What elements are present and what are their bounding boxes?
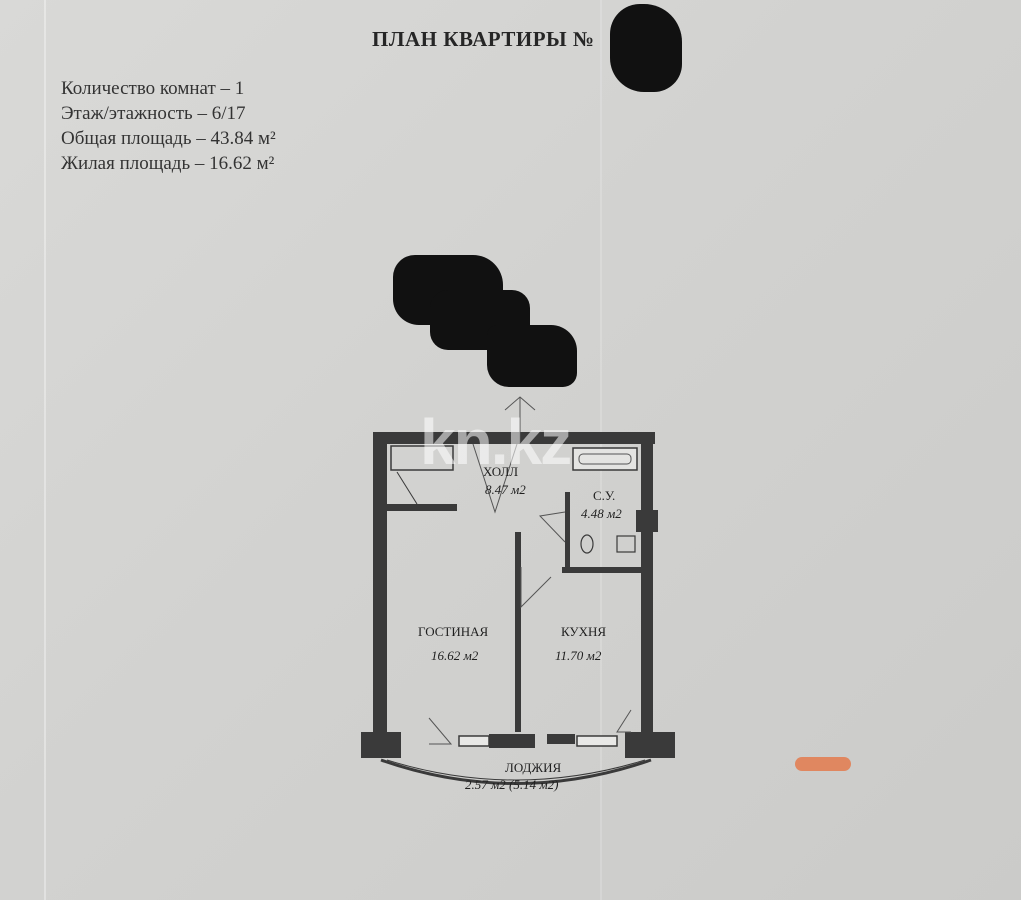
- watermark: kn.kz: [420, 406, 572, 478]
- window-icon: [576, 735, 618, 747]
- info-total-area: Общая площадь – 43.84 м²: [61, 128, 276, 149]
- room-area-kitchen: 11.70 м2: [555, 648, 602, 663]
- info-floor: Этаж/этажность – 6/17: [61, 103, 246, 124]
- apartment-info: Количество комнат – 1 Этаж/этажность – 6…: [61, 76, 276, 176]
- room-name-hall: ХОЛЛ: [483, 464, 519, 479]
- info-rooms: Количество комнат – 1: [61, 78, 245, 99]
- paper-fold: [44, 0, 46, 900]
- document-title: ПЛАН КВАРТИРЫ №: [372, 27, 595, 51]
- room-area-living: 16.62 м2: [431, 648, 479, 663]
- room-name-living: ГОСТИНАЯ: [418, 624, 489, 639]
- room-name-bathroom: С.У.: [593, 488, 616, 503]
- sink-icon: [616, 535, 636, 553]
- redaction-mark: [487, 325, 577, 387]
- info-living-area: Жилая площадь – 16.62 м²: [61, 153, 275, 174]
- room-area-hall: 8.47 м2: [485, 482, 526, 497]
- floor-plan: ХОЛЛ 8.47 м2 С.У. 4.48 м2 ГОСТИНАЯ 16.62…: [355, 392, 685, 822]
- bathtub-icon: [572, 447, 638, 471]
- room-name-kitchen: КУХНЯ: [561, 624, 607, 639]
- room-name-loggia: ЛОДЖИЯ: [505, 760, 562, 775]
- room-area-loggia: 2.57 м2 (5.14 м2): [465, 777, 559, 792]
- ink-smudge: [795, 757, 851, 771]
- toilet-icon: [580, 534, 594, 554]
- room-area-bathroom: 4.48 м2: [581, 506, 622, 521]
- window-icon: [458, 735, 490, 747]
- redaction-mark: [610, 4, 682, 92]
- floor-plan-drawing: [361, 396, 675, 785]
